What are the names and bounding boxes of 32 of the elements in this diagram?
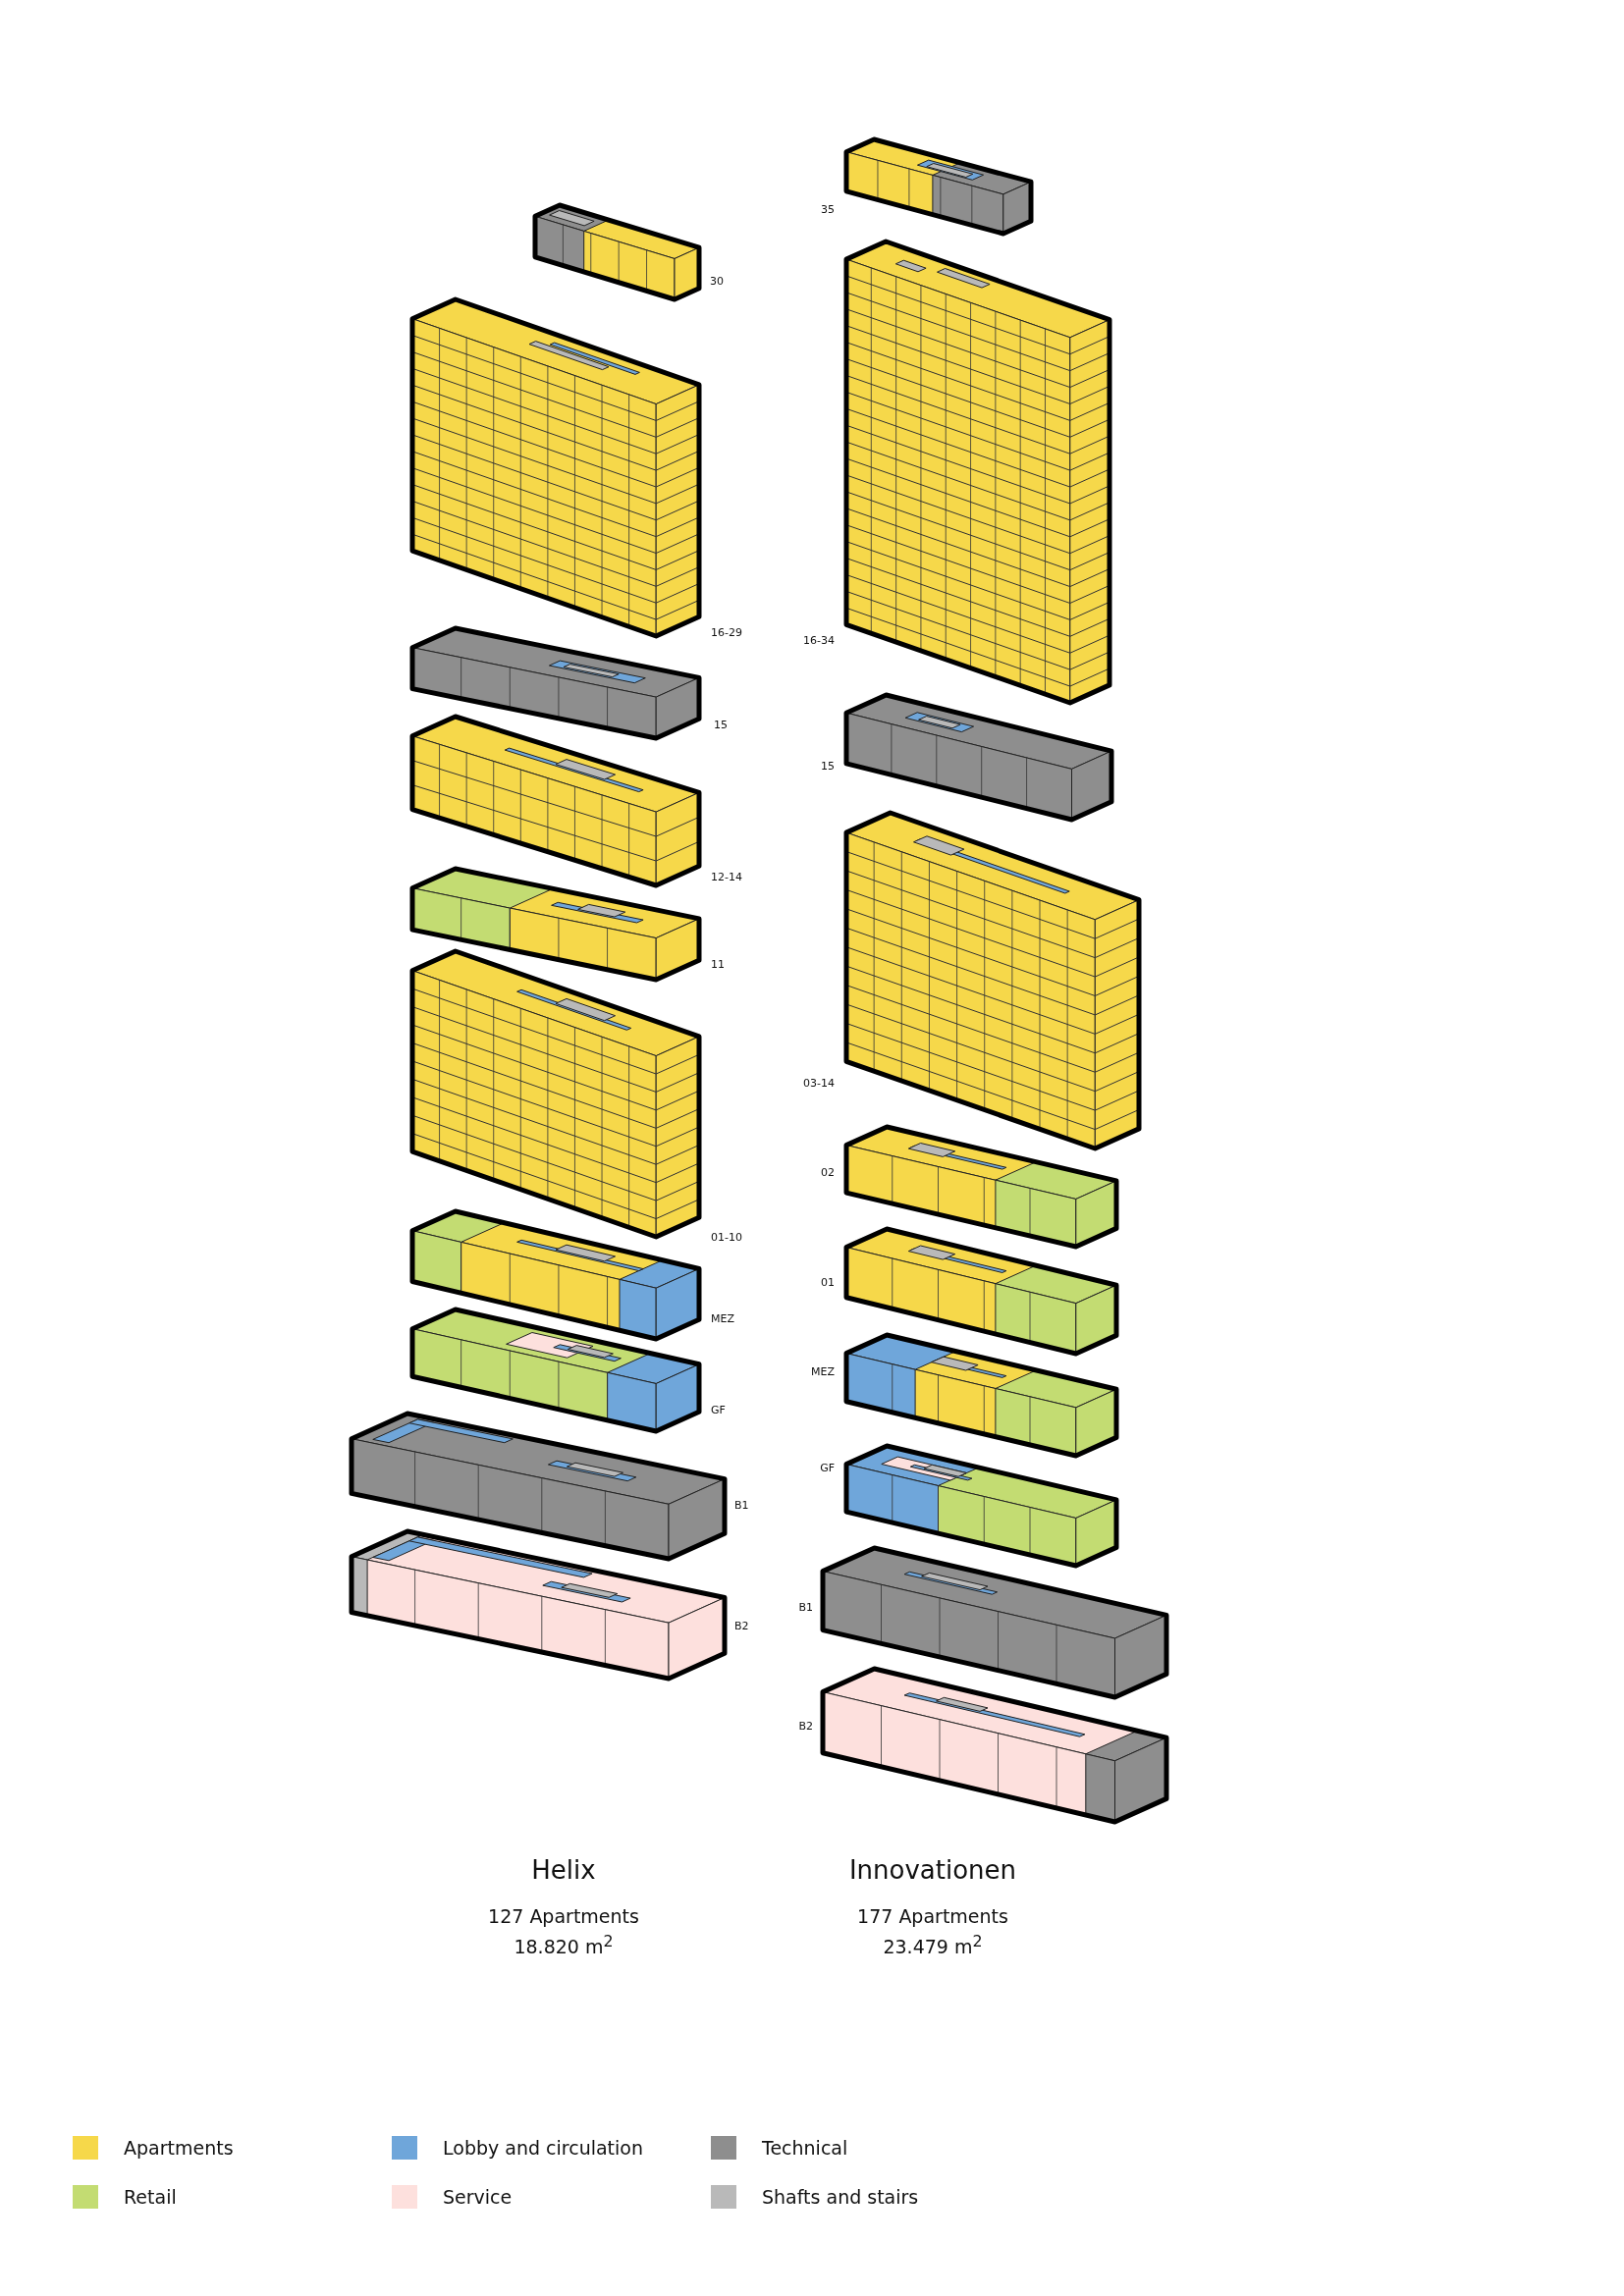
floor-label: 01-10 xyxy=(711,1231,742,1244)
floor-label: 02 xyxy=(821,1166,835,1179)
legend-label: Apartments xyxy=(124,2137,234,2159)
floor-label: 16-29 xyxy=(711,626,742,639)
floor-label: 30 xyxy=(710,275,724,288)
floor-label: 12-14 xyxy=(711,871,742,883)
floor-area: 23.479 m$^{2}$ xyxy=(883,1932,983,1958)
legend-label: Technical xyxy=(762,2137,848,2159)
floor-label: GF xyxy=(711,1404,726,1416)
legend-label: Service xyxy=(443,2186,513,2208)
tower-name: Helix xyxy=(531,1855,596,1885)
floor-label: 16-34 xyxy=(803,634,835,647)
legend-label: Lobby and circulation xyxy=(443,2137,643,2159)
floor-label: 15 xyxy=(821,760,835,773)
floor-label: B2 xyxy=(734,1620,749,1632)
tower-name: Innovationen xyxy=(848,1855,1017,1885)
floor-area: 18.820 m$^{2}$ xyxy=(514,1932,614,1958)
floor-label: MEZ xyxy=(711,1312,734,1325)
legend-label: Shafts and stairs xyxy=(762,2186,919,2208)
apartment-count: 177 Apartments xyxy=(857,1905,1008,1927)
apartment-count: 127 Apartments xyxy=(488,1905,639,1927)
legend-label: Retail xyxy=(124,2186,177,2208)
floor-label: 35 xyxy=(821,203,835,216)
floor-label: 11 xyxy=(711,958,725,971)
floor-label: B1 xyxy=(734,1499,749,1512)
floor-label: 15 xyxy=(714,719,728,731)
floor-label: 01 xyxy=(821,1276,835,1289)
floor-label: 03-14 xyxy=(803,1077,835,1090)
floor-label: MEZ xyxy=(811,1365,835,1378)
floor-label: B1 xyxy=(798,1601,813,1614)
floor-label: B2 xyxy=(798,1720,813,1733)
floor-label: GF xyxy=(820,1462,835,1474)
